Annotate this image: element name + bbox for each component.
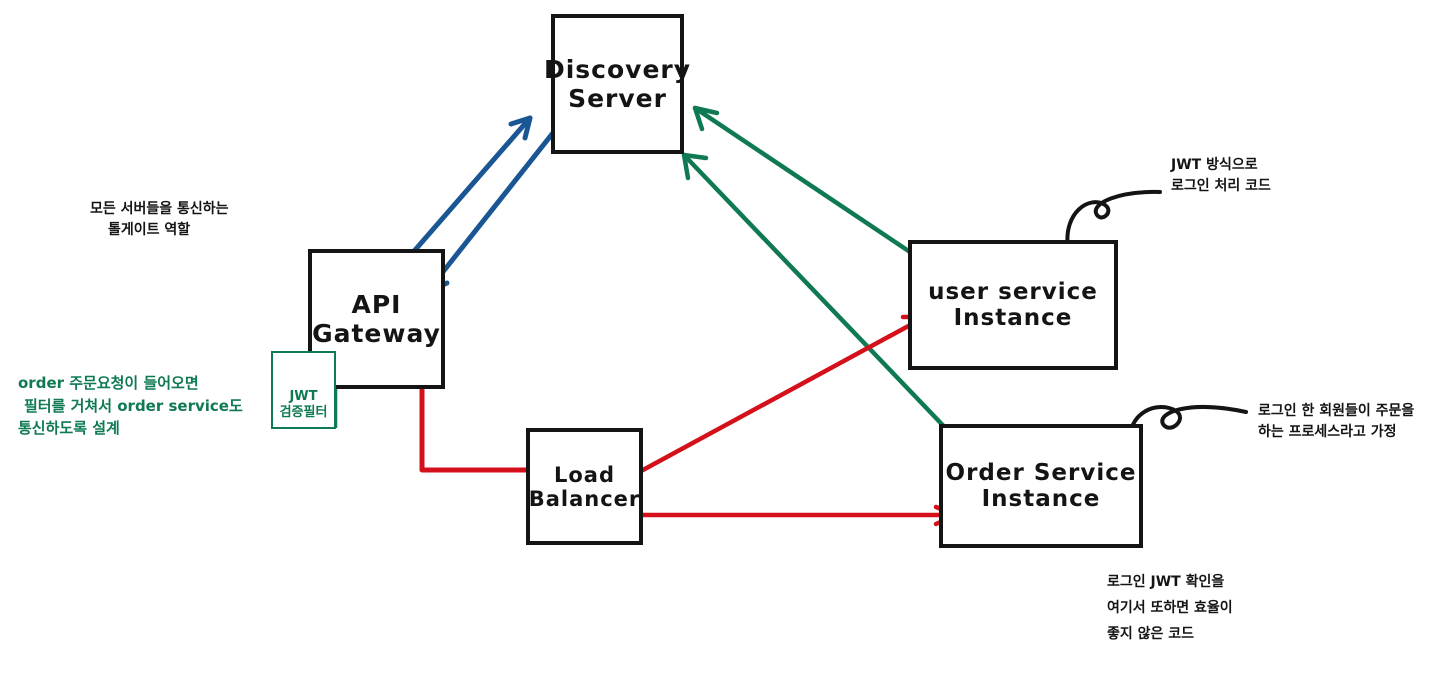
connector-discovery-to-gateway xyxy=(424,121,563,295)
annotation-order-flow-note-line-1: order 주문요청이 들어오면 xyxy=(18,374,199,392)
node-user-service-instance[interactable]: user service Instance xyxy=(908,240,1118,370)
annotation-gateway-note-line-2: 톨게이트 역할 xyxy=(108,222,191,238)
annotation-user-service-note-line-2: 로그인 처리 코드 xyxy=(1171,178,1271,194)
annotation-gateway-note-line-1: 모든 서버들을 통신하는 xyxy=(90,201,229,217)
connector-user-service-to-discovery xyxy=(692,105,928,265)
annotation-order-service-note-line-2: 하는 프로세스라고 가정 xyxy=(1258,424,1397,440)
node-load-balancer[interactable]: Load Balancer xyxy=(526,428,643,545)
annotation-order-jwt-note-line-1: 로그인 JWT 확인을 xyxy=(1107,574,1225,590)
annotation-order-flow-note: order 주문요청이 들어오면 필터를 거쳐서 order service도 … xyxy=(18,372,243,440)
jwt-filter-line-1: JWT xyxy=(289,388,318,404)
annotation-user-service-note: JWT 방식으로 로그인 처리 코드 xyxy=(1171,155,1271,197)
annotation-order-service-note: 로그인 한 회원들이 주문을 하는 프로세스라고 가정 xyxy=(1258,401,1414,443)
node-discovery-server-line-1: Discovery xyxy=(543,55,692,84)
connector-load-balancer-to-order-service xyxy=(633,504,959,527)
node-discovery-server[interactable]: Discovery Server xyxy=(544,14,690,154)
annotation-order-flow-note-line-2: 필터를 거쳐서 order service도 xyxy=(24,396,243,415)
node-order-service-line-1: Order Service xyxy=(945,460,1137,486)
leader-line-order-service xyxy=(1127,405,1248,448)
annotation-order-jwt-note-line-3: 좋지 않은 코드 xyxy=(1107,625,1195,642)
node-api-gateway-line-1: API xyxy=(351,290,402,319)
node-discovery-server-line-2: Server xyxy=(568,84,667,113)
annotation-order-jwt-note: 로그인 JWT 확인을 여기서 또하면 효율이 좋지 않은 코드 xyxy=(1107,570,1233,648)
annotation-order-service-note-line-1: 로그인 한 회원들이 주문을 xyxy=(1258,403,1415,419)
node-order-service-line-2: Instance xyxy=(981,486,1101,512)
node-user-service-line-1: user service xyxy=(928,279,1098,305)
node-order-service-instance[interactable]: Order Service Instance xyxy=(939,424,1143,548)
connector-load-balancer-to-user-service xyxy=(627,314,928,480)
node-jwt-filter[interactable]: JWT 검증필터 xyxy=(271,351,336,429)
annotation-order-flow-note-line-3: 통신하도록 설계 xyxy=(18,419,120,437)
annotation-order-jwt-note-line-2: 여기서 또하면 효율이 xyxy=(1107,599,1233,616)
node-api-gateway-line-2: Gateway xyxy=(312,319,441,348)
annotation-user-service-note-line-1: JWT 방식으로 xyxy=(1171,157,1258,173)
connector-gateway-to-discovery xyxy=(399,115,533,268)
jwt-filter-line-2: 검증필터 xyxy=(279,404,328,420)
node-user-service-line-2: Instance xyxy=(953,305,1073,331)
node-load-balancer-line-2: Balancer xyxy=(528,486,641,511)
annotation-gateway-note: 모든 서버들을 통신하는 톨게이트 역할 xyxy=(90,199,229,241)
node-load-balancer-line-1: Load xyxy=(553,462,615,487)
